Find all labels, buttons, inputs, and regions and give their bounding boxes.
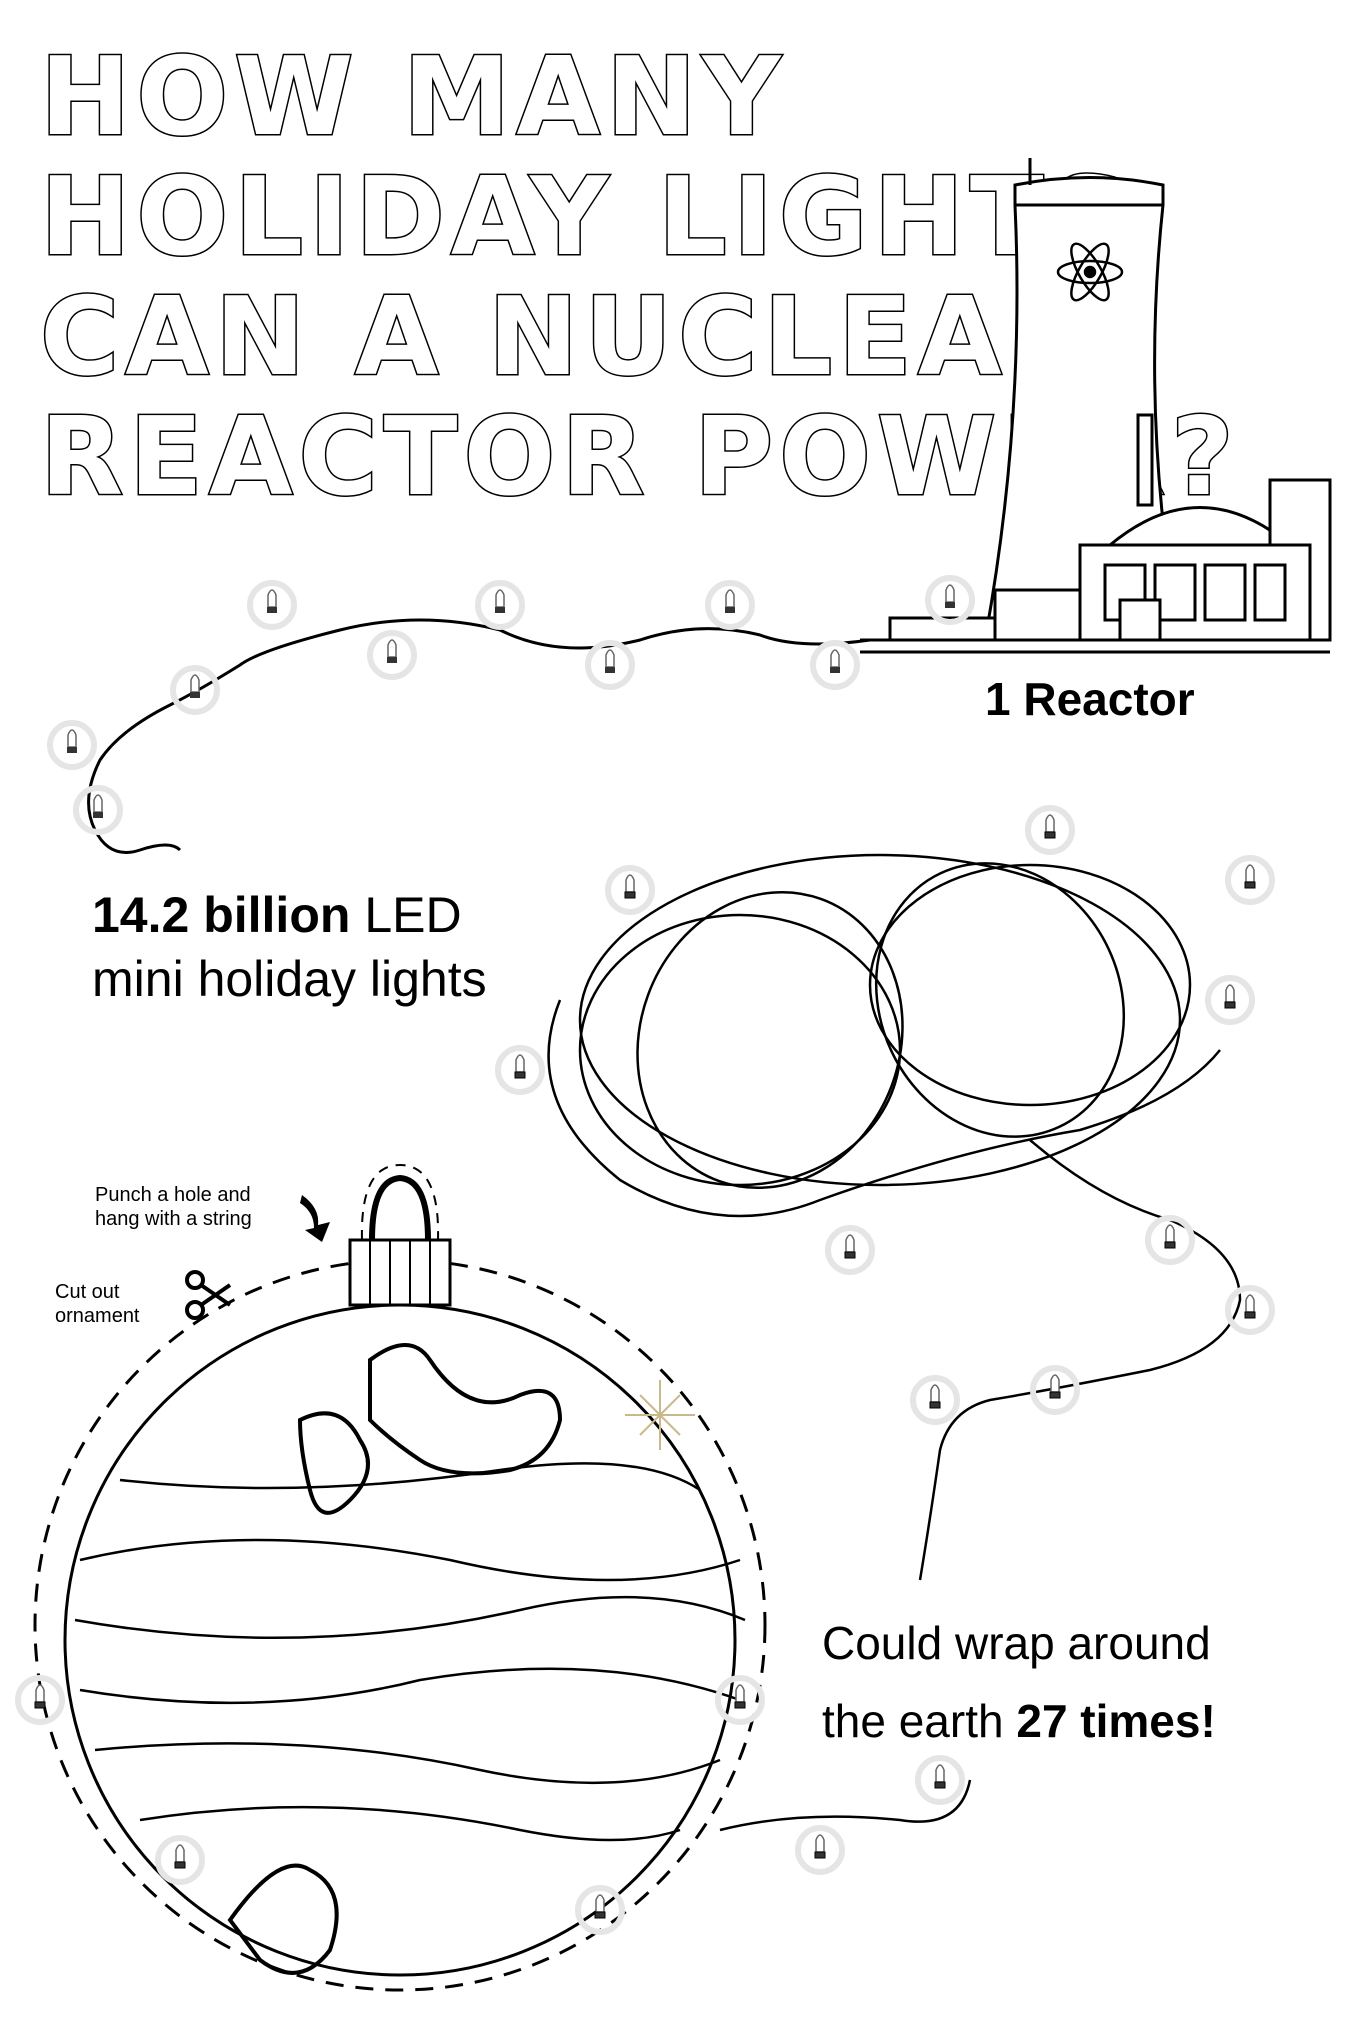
sparkle-icon (625, 1380, 695, 1450)
hang-instruction-line-1: Punch a hole and (95, 1184, 251, 1206)
earth-wrap-prefix: the earth (822, 1695, 1004, 1747)
bulb (1028, 808, 1072, 852)
light-string-top (50, 578, 972, 854)
bulb (813, 643, 857, 687)
bulb (1228, 858, 1272, 902)
cut-instruction-line-2: ornament (55, 1305, 140, 1327)
hang-instruction: Punch a hole and hang with a string (95, 1183, 252, 1231)
bulb (718, 1678, 762, 1722)
bulb (828, 1228, 872, 1272)
bulb (928, 578, 972, 622)
scissors-icon (185, 1270, 232, 1320)
bulb (498, 1048, 542, 1092)
atom-icon (1056, 242, 1124, 302)
cut-instruction-line-1: Cut out (55, 1281, 120, 1303)
bulb (370, 633, 414, 677)
earth-wrap-text: Could wrap around the earth 27 times! (822, 1604, 1216, 1760)
bulb (250, 583, 294, 627)
earth-wrap-line-1: Could wrap around (822, 1617, 1211, 1669)
lights-count-text: 14.2 billion LED mini holiday lights (92, 883, 487, 1011)
lights-count-bold: 14.2 billion (92, 887, 351, 943)
title-line-1: HOW MANY (39, 35, 787, 160)
curved-arrow-icon (300, 1195, 330, 1242)
lights-count-line-2: mini holiday lights (92, 951, 487, 1007)
bulb (913, 1378, 957, 1422)
bulb (918, 1758, 962, 1802)
lights-count-rest: LED (364, 887, 462, 943)
bulb (1208, 978, 1252, 1022)
bulb (608, 868, 652, 912)
ornament (18, 1163, 972, 1992)
bulb (588, 643, 632, 687)
bulb (76, 788, 120, 832)
reactor-label: 1 Reactor (985, 673, 1195, 725)
bulb (478, 583, 522, 627)
reactor-illustration (860, 158, 1332, 654)
bulb (1228, 1288, 1272, 1332)
light-string-tangle (498, 808, 1272, 1581)
bulb (798, 1828, 842, 1872)
title-line-2: HOLIDAY LIGHTS (39, 155, 1134, 280)
title-line-3: CAN A NUCLEAR (39, 275, 1097, 400)
hang-instruction-line-2: hang with a string (95, 1208, 252, 1230)
bulb (173, 668, 217, 712)
bulb (158, 1838, 202, 1882)
bulb (1148, 1218, 1192, 1262)
bulb (708, 583, 752, 627)
bulb (1033, 1368, 1077, 1412)
bulb (50, 723, 94, 767)
earth-wrap-bold: 27 times! (1016, 1695, 1216, 1747)
bulb (578, 1888, 622, 1932)
cut-instruction: Cut out ornament (55, 1280, 140, 1328)
earth-wrap-line-2: the earth 27 times! (822, 1682, 1216, 1760)
lights-count-line-1: 14.2 billion LED (92, 883, 487, 947)
bulb (18, 1678, 62, 1722)
